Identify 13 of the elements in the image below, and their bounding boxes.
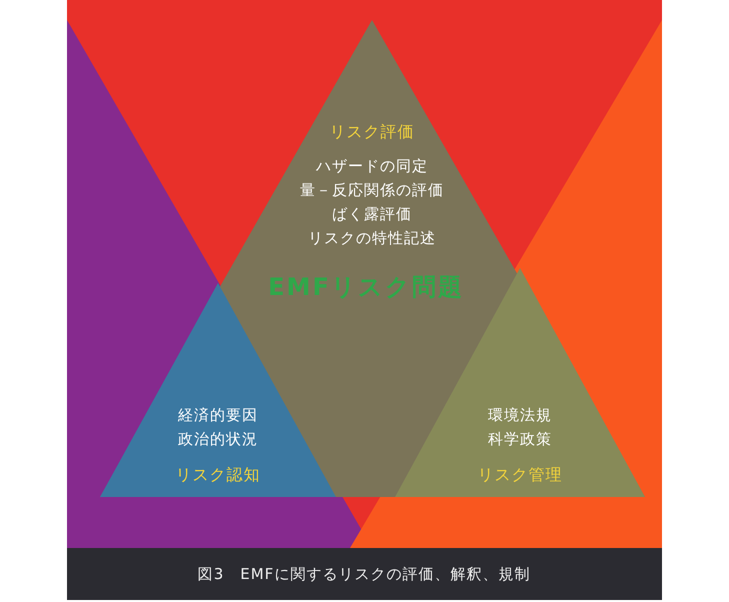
item-text: ハザードの同定: [316, 156, 428, 176]
item-text: ばく露評価: [332, 204, 412, 224]
center-label: EMFリスク問題: [268, 272, 464, 302]
heading-text: リスク管理: [478, 465, 562, 485]
item-text: 経済的要因: [178, 405, 258, 425]
item-text: リスクの特性記述: [308, 228, 436, 248]
item-text: 環境法規: [488, 405, 552, 425]
item-text: 政治的状況: [178, 429, 258, 449]
caption: 図3 EMFに関するリスクの評価、解釈、規制: [198, 564, 530, 584]
item-text: 量－反応関係の評価: [300, 180, 444, 200]
heading-text: リスク評価: [330, 122, 414, 142]
heading-text: リスク認知: [176, 465, 260, 485]
item-text: 科学政策: [488, 429, 552, 449]
